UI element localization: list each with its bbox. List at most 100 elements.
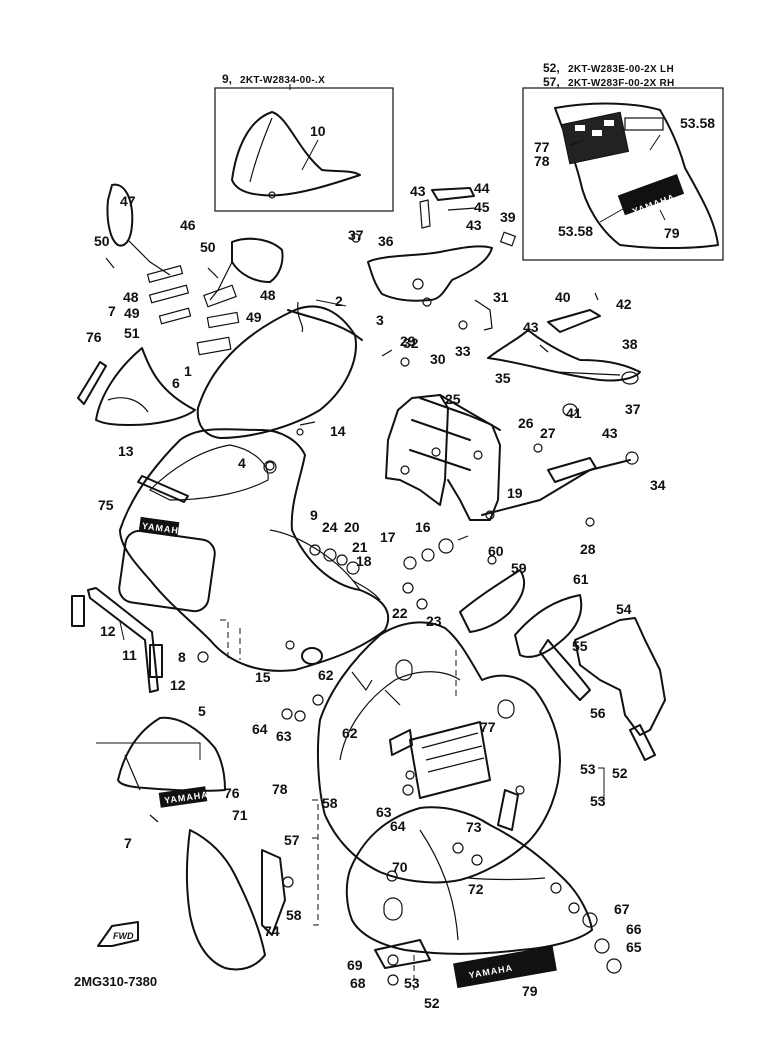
svg-text:52,: 52, [543, 61, 560, 75]
windscreen-set-box: 9, 2KT-W2834-00-.X [214, 72, 394, 212]
callout-41: 41 [566, 405, 582, 421]
callout-52: 52 [612, 765, 628, 781]
callout-49: 49 [124, 305, 140, 321]
callout-79: 79 [522, 983, 538, 999]
callout-37: 37 [625, 401, 641, 417]
callout-78: 78 [534, 153, 550, 169]
callout-12: 12 [170, 677, 186, 693]
svg-text:FWD: FWD [113, 931, 134, 941]
callout-70: 70 [392, 859, 408, 875]
bracket-12-11 [71, 587, 163, 693]
svg-text:57,: 57, [543, 75, 560, 89]
callout-63: 63 [276, 728, 292, 744]
callout-53.58: 53.58 [558, 223, 593, 239]
callout-3: 3 [376, 312, 384, 328]
callout-72: 72 [468, 881, 484, 897]
callout-78: 78 [272, 781, 288, 797]
callout-74: 74 [264, 923, 280, 939]
callout-12: 12 [100, 623, 116, 639]
callout-10: 10 [310, 123, 326, 139]
callout-27: 27 [540, 425, 556, 441]
callout-50: 50 [200, 239, 216, 255]
drawing-code: 2MG310-7380 [74, 974, 157, 989]
callout-44: 44 [474, 180, 490, 196]
callout-42: 42 [616, 296, 632, 312]
callout-2: 2 [335, 293, 343, 309]
callout-43: 43 [410, 183, 426, 199]
callout-29: 29 [400, 333, 416, 349]
callout-53: 53 [590, 793, 606, 809]
callout-48: 48 [260, 287, 276, 303]
bracket-36 [351, 187, 517, 331]
mirror-assembly [105, 183, 284, 356]
callout-34: 34 [650, 477, 666, 493]
fwd-arrow: FWD [97, 921, 139, 947]
callout-66: 66 [626, 921, 642, 937]
upper-cowl: YAMAHA [118, 428, 390, 672]
svg-text:9,: 9, [222, 72, 232, 86]
callout-62: 62 [342, 725, 358, 741]
callout-60: 60 [488, 543, 504, 559]
callout-45: 45 [474, 199, 490, 215]
callout-35: 35 [495, 370, 511, 386]
callout-61: 61 [573, 571, 589, 587]
callout-76: 76 [86, 329, 102, 345]
left-lower-panel: YAMAHA [117, 716, 286, 971]
callout-11: 11 [122, 647, 137, 663]
callout-48: 48 [123, 289, 139, 305]
side-bracket-37 [487, 292, 641, 417]
callout-71: 71 [232, 807, 248, 823]
callout-7: 7 [108, 303, 116, 319]
callout-79: 79 [664, 225, 680, 241]
callout-36: 36 [378, 233, 394, 249]
callout-46: 46 [180, 217, 196, 233]
callout-55: 55 [572, 638, 588, 654]
svg-text:2KT-W283E-00-2X LH: 2KT-W283E-00-2X LH [568, 64, 674, 75]
callout-59: 59 [511, 560, 527, 576]
callout-58: 58 [322, 795, 338, 811]
callout-31: 31 [493, 289, 509, 305]
side-cowl-set-box: 52, 2KT-W283E-00-2X LH 57, 2KT-W283F-00-… [522, 61, 724, 261]
callout-77: 77 [480, 719, 496, 735]
callout-37: 37 [348, 227, 364, 243]
nuts-16-17-18 [403, 535, 469, 570]
callout-47: 47 [120, 193, 136, 209]
callout-9: 9 [310, 507, 318, 523]
callout-65: 65 [626, 939, 642, 955]
callout-6: 6 [172, 375, 180, 391]
callout-28: 28 [580, 541, 596, 557]
callout-13: 13 [118, 443, 134, 459]
callout-40: 40 [555, 289, 571, 305]
callout-64: 64 [252, 721, 268, 737]
svg-text:2KT-W283F-00-2X RH: 2KT-W283F-00-2X RH [568, 78, 675, 89]
callout-19: 19 [507, 485, 523, 501]
left-side-panel [77, 347, 196, 426]
callout-4: 4 [238, 455, 246, 471]
callout-30: 30 [430, 351, 446, 367]
callout-57: 57 [284, 832, 300, 848]
callout-77: 77 [534, 139, 550, 155]
callout-8: 8 [178, 649, 186, 665]
windshield [196, 299, 363, 439]
callout-49: 49 [246, 309, 262, 325]
callout-69: 69 [347, 957, 363, 973]
callout-63: 63 [376, 804, 392, 820]
callout-64: 64 [390, 818, 406, 834]
callout-54: 54 [616, 601, 632, 617]
lower-side-panel: YAMAHA [345, 806, 593, 989]
lower-stays [459, 569, 666, 761]
callout-43: 43 [466, 217, 482, 233]
cowl-stay-frame [385, 394, 639, 521]
callout-53: 53 [404, 975, 420, 991]
callout-62: 62 [318, 667, 334, 683]
callout-5: 5 [198, 703, 206, 719]
callout-22: 22 [392, 605, 408, 621]
callout-23: 23 [426, 613, 442, 629]
callout-68: 68 [350, 975, 366, 991]
callout-56: 56 [590, 705, 606, 721]
callout-53.58: 53.58 [680, 115, 715, 131]
callout-18: 18 [356, 553, 372, 569]
callout-24: 24 [322, 519, 338, 535]
